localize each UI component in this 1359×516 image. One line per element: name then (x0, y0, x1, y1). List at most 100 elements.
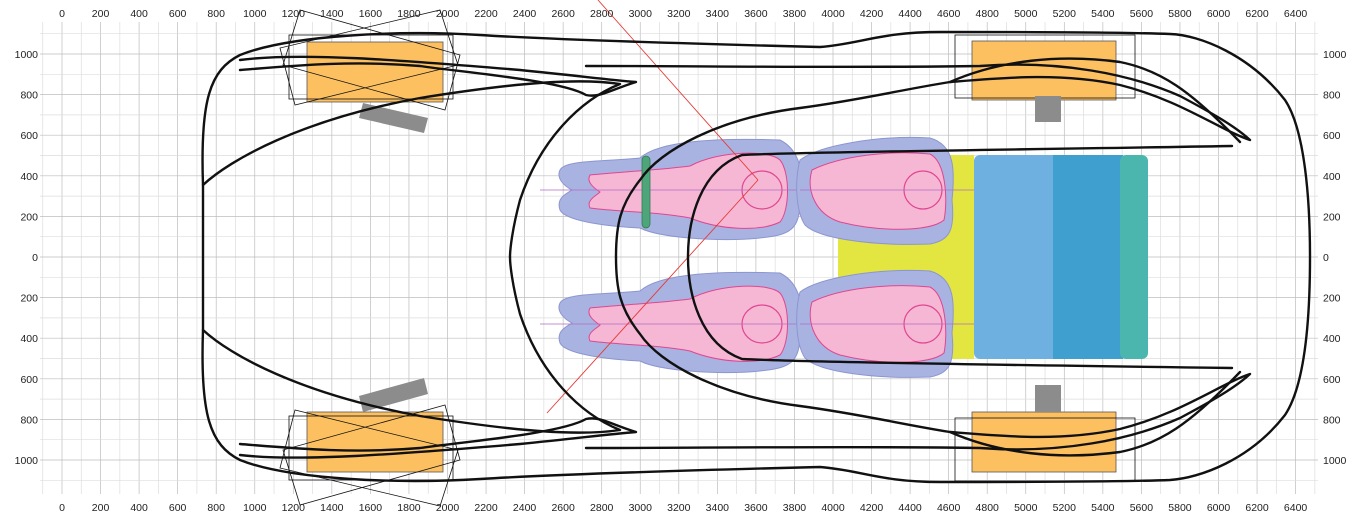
x-axis-label-bottom: 5000 (1014, 502, 1038, 514)
wheel-rear-right (971, 411, 1117, 473)
x-axis-label-top: 4800 (976, 8, 1000, 20)
strut-rear-right (1035, 385, 1061, 412)
y-axis-label-right: 800 (1323, 414, 1341, 426)
steering-bar (641, 155, 651, 229)
axes: 0 0 200 200 400 400 600 600 800 800 1000 1000 1200 12… (15, 8, 1347, 514)
x-axis-label-top: 5800 (1168, 8, 1192, 20)
x-axis-label-bottom: 4600 (937, 502, 961, 514)
y-axis-label-right: 1000 (1323, 455, 1347, 467)
guide-lines (546, 0, 759, 414)
y-axis-label-left: 0 (32, 252, 38, 264)
x-axis-label-top: 2200 (474, 8, 498, 20)
occupant-rear-right (796, 269, 974, 378)
body-outline-cockpit (686, 144, 1234, 370)
y-axis-label-left: 400 (20, 333, 38, 345)
x-axis-label-bottom: 2400 (513, 502, 537, 514)
x-axis-label-bottom: 5800 (1168, 502, 1192, 514)
x-axis-label-bottom: 5600 (1130, 502, 1154, 514)
x-axis-label-top: 6200 (1245, 8, 1269, 20)
x-axis-label-top: 5000 (1014, 8, 1038, 20)
x-axis-label-top: 4600 (937, 8, 961, 20)
x-axis-label-bottom: 5200 (1053, 502, 1077, 514)
x-axis-label-top: 2400 (513, 8, 537, 20)
battery-block-light (974, 155, 1064, 359)
body-outline-lower-strake (201, 255, 622, 434)
x-axis-label-top: 6000 (1207, 8, 1231, 20)
x-axis-label-top: 4200 (860, 8, 884, 20)
strut-front-right (359, 378, 428, 412)
x-axis-label-top: 1800 (397, 8, 421, 20)
x-axis-label-bottom: 3600 (744, 502, 768, 514)
x-axis-label-bottom: 2600 (551, 502, 575, 514)
battery-block-teal (1120, 155, 1148, 359)
x-axis-label-top: 5200 (1053, 8, 1077, 20)
battery-block-mid (1053, 155, 1123, 359)
y-axis-label-right: 0 (1323, 252, 1329, 264)
body-outline-front-arch-bottom (238, 417, 638, 459)
x-axis-label-bottom: 4200 (860, 502, 884, 514)
x-axis-label-top: 2800 (590, 8, 614, 20)
struts (359, 96, 1061, 412)
x-axis-label-bottom: 6000 (1207, 502, 1231, 514)
y-axis-label-right: 400 (1323, 333, 1341, 345)
wheel-front-right (306, 411, 444, 473)
y-axis-label-left: 400 (20, 171, 38, 183)
x-axis-label-top: 1200 (282, 8, 306, 20)
x-axis-label-bottom: 6400 (1284, 502, 1308, 514)
body-outline-rear-arch-top (948, 57, 1242, 144)
body-outline-front-arch-top (238, 55, 638, 97)
x-axis-label-bottom: 1800 (397, 502, 421, 514)
x-axis-label-bottom: 4800 (976, 502, 1000, 514)
x-axis-label-top: 5400 (1091, 8, 1115, 20)
x-axis-label-bottom: 4000 (821, 502, 845, 514)
wheel-front-left (306, 41, 444, 103)
x-axis-label-bottom: 1200 (282, 502, 306, 514)
x-axis-label-top: 6400 (1284, 8, 1308, 20)
body-outline-rear-arch-bottom (948, 370, 1242, 457)
x-axis-label-bottom: 3400 (706, 502, 730, 514)
x-axis-label-bottom: 1000 (243, 502, 267, 514)
x-axis-label-bottom: 2200 (474, 502, 498, 514)
x-axis-label-top: 3600 (744, 8, 768, 20)
occupant-front-right (540, 271, 838, 374)
strut-rear-left (1035, 96, 1061, 122)
x-axis-label-top: 400 (130, 8, 148, 20)
x-axis-label-top: 3200 (667, 8, 691, 20)
x-axis-label-top: 1000 (243, 8, 267, 20)
body-outline-upper-strake (201, 80, 622, 259)
x-axis-label-bottom: 2000 (436, 502, 460, 514)
x-axis-label-top: 1600 (359, 8, 383, 20)
x-axis-label-bottom: 4400 (898, 502, 922, 514)
x-axis-label-top: 2000 (436, 8, 460, 20)
x-axis-label-bottom: 3200 (667, 502, 691, 514)
x-axis-label-top: 2600 (551, 8, 575, 20)
x-axis-label-top: 3400 (706, 8, 730, 20)
body-outline-side-top (584, 63, 1252, 259)
y-axis-label-left: 1000 (15, 49, 39, 61)
y-axis-label-left: 200 (20, 293, 38, 305)
y-axis-label-right: 600 (1323, 374, 1341, 386)
y-axis-label-right: 800 (1323, 90, 1341, 102)
x-axis-label-bottom: 3000 (629, 502, 653, 514)
x-axis-label-bottom: 1400 (320, 502, 344, 514)
y-axis-label-left: 800 (20, 90, 38, 102)
y-axis-label-left: 1000 (15, 455, 39, 467)
wheel-steer-front-left-a (282, 9, 461, 111)
wheel-steer-front-right-a (282, 404, 461, 506)
wheels (306, 40, 1117, 473)
y-axis-label-right: 1000 (1323, 49, 1347, 61)
body-outline-outer (201, 30, 1312, 484)
x-axis-label-top: 200 (92, 8, 110, 20)
y-axis-label-right: 200 (1323, 211, 1341, 223)
x-axis-label-bottom: 5400 (1091, 502, 1115, 514)
x-axis-label-top: 1400 (320, 8, 344, 20)
y-axis-label-right: 600 (1323, 130, 1341, 142)
x-axis-label-top: 4000 (821, 8, 845, 20)
x-axis-label-top: 600 (169, 8, 187, 20)
y-axis-label-left: 800 (20, 414, 38, 426)
y-axis-label-left: 200 (20, 211, 38, 223)
body-outline (201, 30, 1312, 484)
x-axis-label-bottom: 0 (59, 502, 65, 514)
x-axis-label-bottom: 1600 (359, 502, 383, 514)
